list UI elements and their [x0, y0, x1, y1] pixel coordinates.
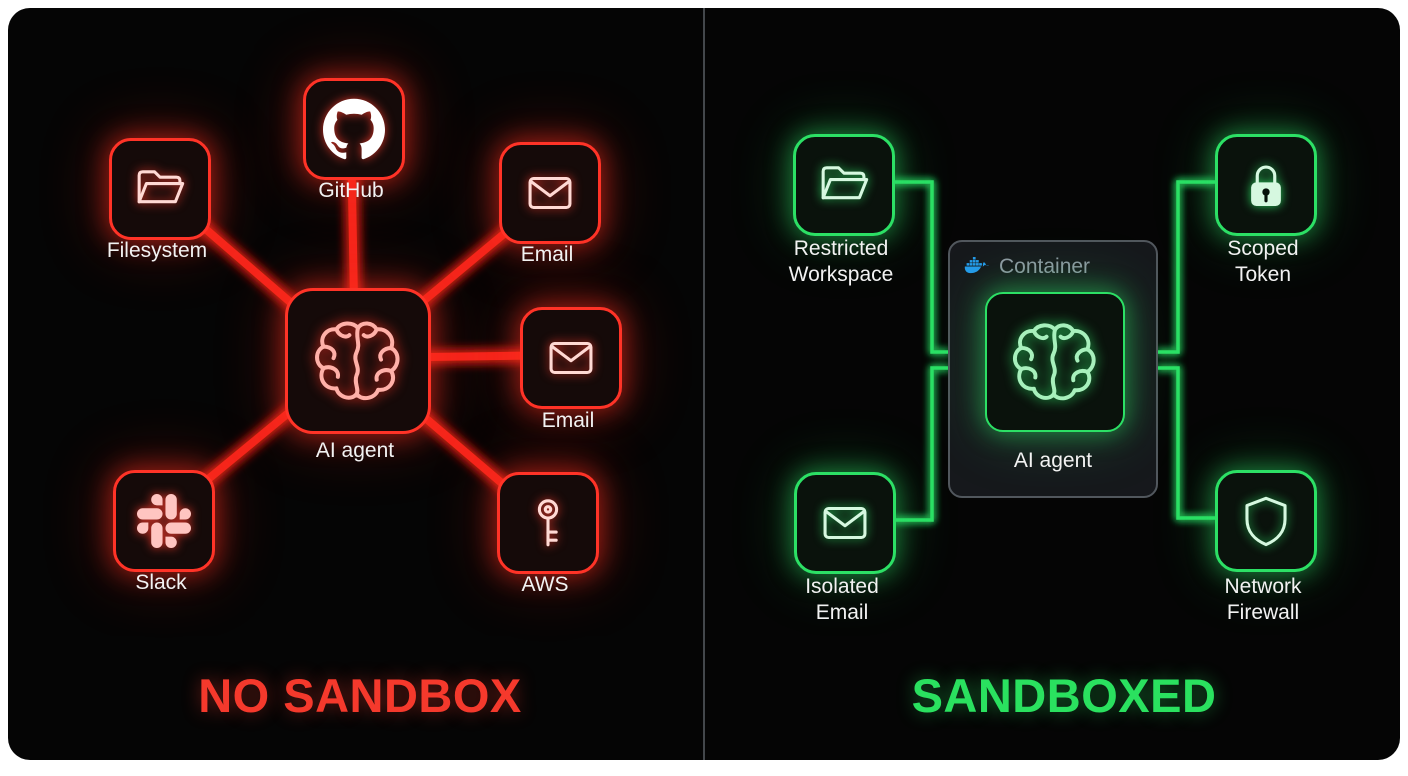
node-label-slack: Slack	[135, 571, 187, 594]
node-label-email-right: Email	[541, 409, 595, 432]
envelope-icon	[542, 329, 600, 387]
node-email-right	[520, 307, 622, 409]
panel-divider	[703, 8, 705, 760]
node-scoped-token	[1215, 134, 1317, 236]
container-label: Container	[999, 255, 1091, 278]
docker-icon	[964, 254, 990, 280]
node-label-ai-agent-right: AI agent	[1013, 449, 1093, 472]
node-label-aws: AWS	[521, 573, 569, 596]
node-ai-agent-right	[985, 292, 1125, 432]
no-sandbox-title: NO SANDBOX	[198, 669, 522, 722]
node-label-network-firewall: Network Firewall	[1224, 575, 1302, 625]
connector-lines	[157, 130, 1217, 524]
envelope-icon	[816, 494, 874, 552]
brain-icon	[312, 315, 404, 407]
brain-icon	[1010, 317, 1100, 407]
node-isolated-email	[794, 472, 896, 574]
node-label-isolated-email: Isolated Email	[805, 575, 879, 625]
node-github	[303, 78, 405, 180]
node-label-github: GitHub	[318, 179, 384, 202]
node-label-email-top: Email	[520, 243, 574, 266]
node-restricted-workspace	[793, 134, 895, 236]
shield-icon	[1237, 492, 1295, 550]
node-slack	[113, 470, 215, 572]
container-header: Container	[950, 242, 1156, 280]
diagram-canvas: Filesystem GitHub Email AI agent Email S…	[8, 8, 1400, 760]
node-label-scoped-token: Scoped Token	[1227, 237, 1299, 287]
slack-icon	[137, 494, 191, 548]
lock-icon	[1238, 157, 1294, 213]
node-label-ai-agent-left: AI agent	[315, 439, 395, 462]
node-label-restricted-workspace: Restricted Workspace	[788, 237, 894, 287]
node-label-filesystem: Filesystem	[106, 239, 208, 262]
envelope-icon	[521, 164, 579, 222]
node-aws	[497, 472, 599, 574]
node-email-top	[499, 142, 601, 244]
folder-icon	[131, 160, 189, 218]
node-filesystem	[109, 138, 211, 240]
node-network-firewall	[1215, 470, 1317, 572]
sandboxed-title: SANDBOXED	[911, 669, 1217, 722]
folder-icon	[815, 156, 873, 214]
key-icon	[519, 494, 577, 552]
github-icon	[323, 98, 385, 160]
node-ai-agent-left	[285, 288, 431, 434]
